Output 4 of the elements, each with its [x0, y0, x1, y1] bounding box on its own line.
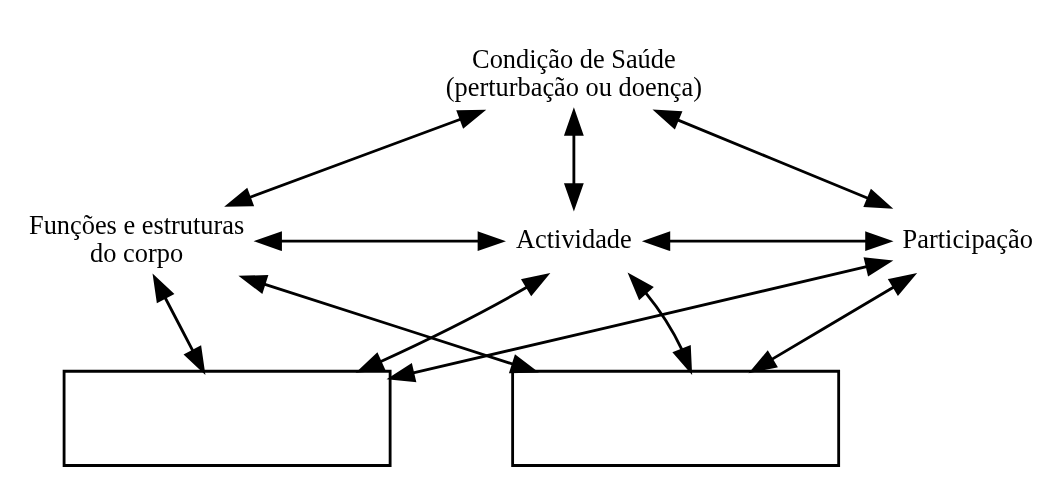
- node-text: Condição de Saúde (perturbação ou doença): [445, 43, 703, 102]
- node-text: Participação: [902, 223, 1033, 254]
- node-text: Funções e estruturas do corpo: [28, 209, 245, 268]
- node-text: Actividade: [516, 223, 632, 254]
